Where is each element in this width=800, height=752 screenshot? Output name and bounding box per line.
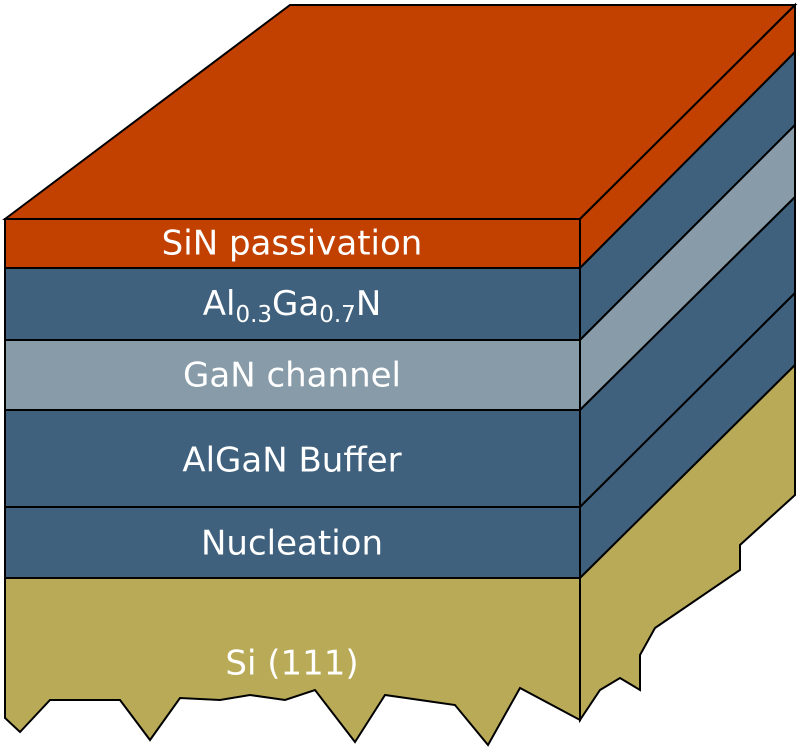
label-algan-buffer: AlGaN Buffer: [182, 441, 401, 481]
label-algan-sub2: 0.7: [319, 302, 356, 328]
label-algan: Al0.3Ga0.7N: [203, 284, 382, 328]
front-sin: [4, 218, 581, 269]
label-algan-al: Al: [203, 284, 236, 324]
front-gan-channel: [4, 339, 581, 411]
label-algan-n: N: [356, 284, 381, 324]
label-algan-ga: Ga: [272, 284, 319, 324]
side-substrate: [579, 362, 796, 724]
label-substrate: Si (111): [225, 644, 358, 684]
front-algan-buffer: [4, 409, 581, 508]
label-nucleation: Nucleation: [201, 524, 383, 564]
label-sin: SiN passivation: [162, 224, 423, 264]
label-gan-channel: GaN channel: [183, 356, 401, 396]
front-substrate: [4, 577, 581, 747]
front-nucleation: [4, 506, 581, 579]
label-algan-sub1: 0.3: [235, 302, 272, 328]
